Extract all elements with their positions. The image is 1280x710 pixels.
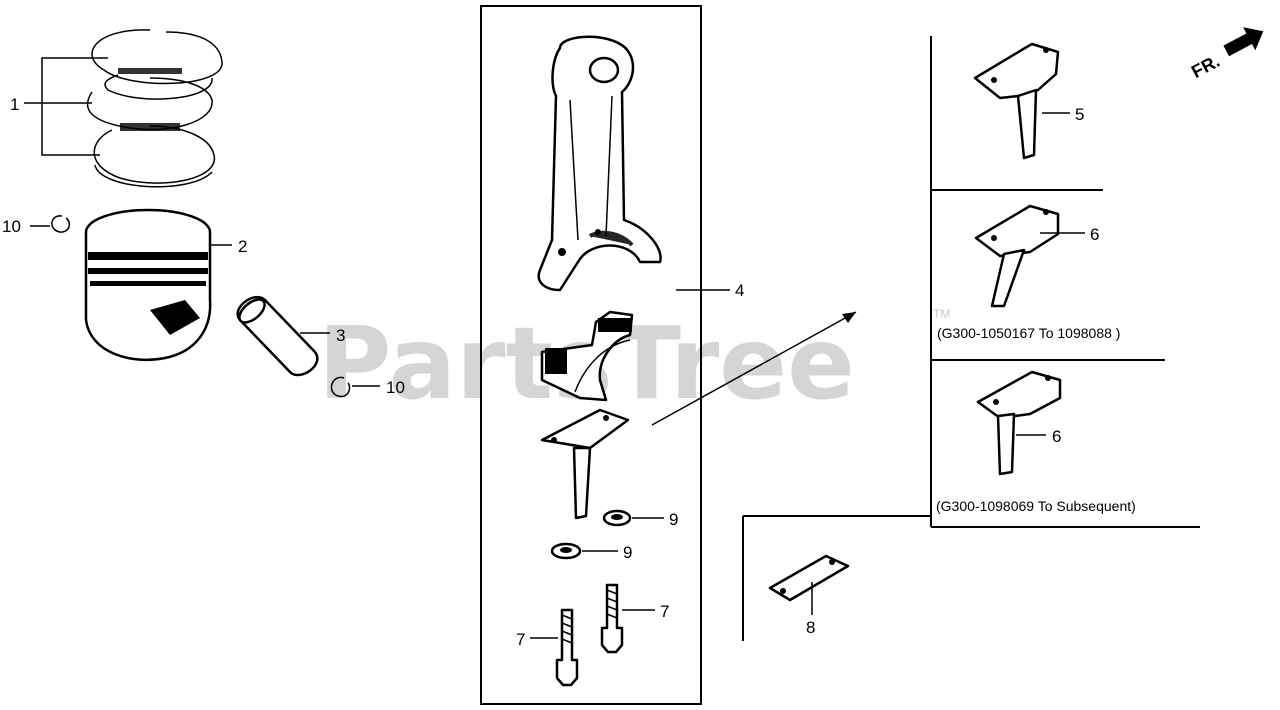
callout-2: 2 [238, 237, 247, 256]
frame-lines [480, 5, 1200, 705]
piston [84, 208, 232, 362]
callout-7-right: 7 [660, 602, 669, 621]
callout-9-lower: 9 [623, 543, 632, 562]
piston-pin-clip-top [30, 215, 71, 233]
callout-10-bottom: 10 [386, 378, 405, 397]
callout-6-late: 6 [1052, 427, 1061, 446]
arrow-icon [1223, 27, 1264, 57]
oil-dipper-type-6-early [974, 204, 1085, 308]
piston-pin-clip-bottom [330, 376, 380, 398]
dipper-plate [768, 554, 850, 615]
nut-upper [602, 509, 664, 527]
front-direction-arrow: FR. [1188, 27, 1264, 82]
callout-6-early: 6 [1090, 225, 1099, 244]
callout-7-left: 7 [516, 630, 525, 649]
callout-4: 4 [735, 281, 744, 300]
oil-dipper-type-6-late [976, 370, 1062, 476]
nut-lower [550, 542, 618, 560]
oil-dipper [540, 408, 630, 520]
piston-pin [236, 295, 330, 377]
callout-1: 1 [10, 95, 19, 114]
callout-5: 5 [1075, 105, 1084, 124]
callout-3: 3 [336, 326, 345, 345]
callout-9-upper: 9 [669, 510, 678, 529]
callout-10-top: 10 [2, 217, 21, 236]
serial-range-early: (G300-1050167 To 1098088 ) [937, 325, 1120, 341]
connecting-rod-cap [540, 310, 634, 402]
front-direction-label: FR. [1188, 51, 1223, 82]
callout-8: 8 [806, 618, 815, 637]
bolt-right [600, 583, 655, 654]
serial-range-late: (G300-1098069 To Subsequent) [936, 498, 1136, 514]
connecting-rod [537, 35, 662, 292]
piston-rings [24, 29, 223, 188]
bolt-left [530, 608, 579, 687]
oil-dipper-type-5 [973, 42, 1070, 160]
watermark-trademark: TM [933, 307, 950, 321]
